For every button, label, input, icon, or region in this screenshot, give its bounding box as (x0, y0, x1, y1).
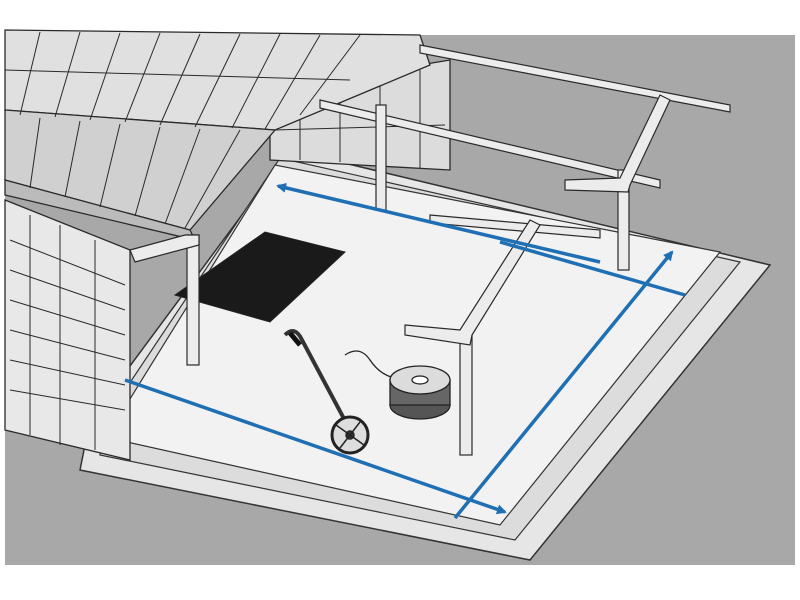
pergola (129, 44, 731, 456)
deck-opening (173, 231, 347, 323)
arrow-back-width (276, 182, 601, 264)
line-right-width (499, 240, 686, 297)
hose-reel (344, 350, 451, 420)
measurement-lines (124, 182, 686, 520)
measuring-wheel (283, 329, 370, 455)
line-front-width (124, 378, 507, 515)
arrow-depth (453, 250, 674, 520)
building (4, 59, 451, 461)
